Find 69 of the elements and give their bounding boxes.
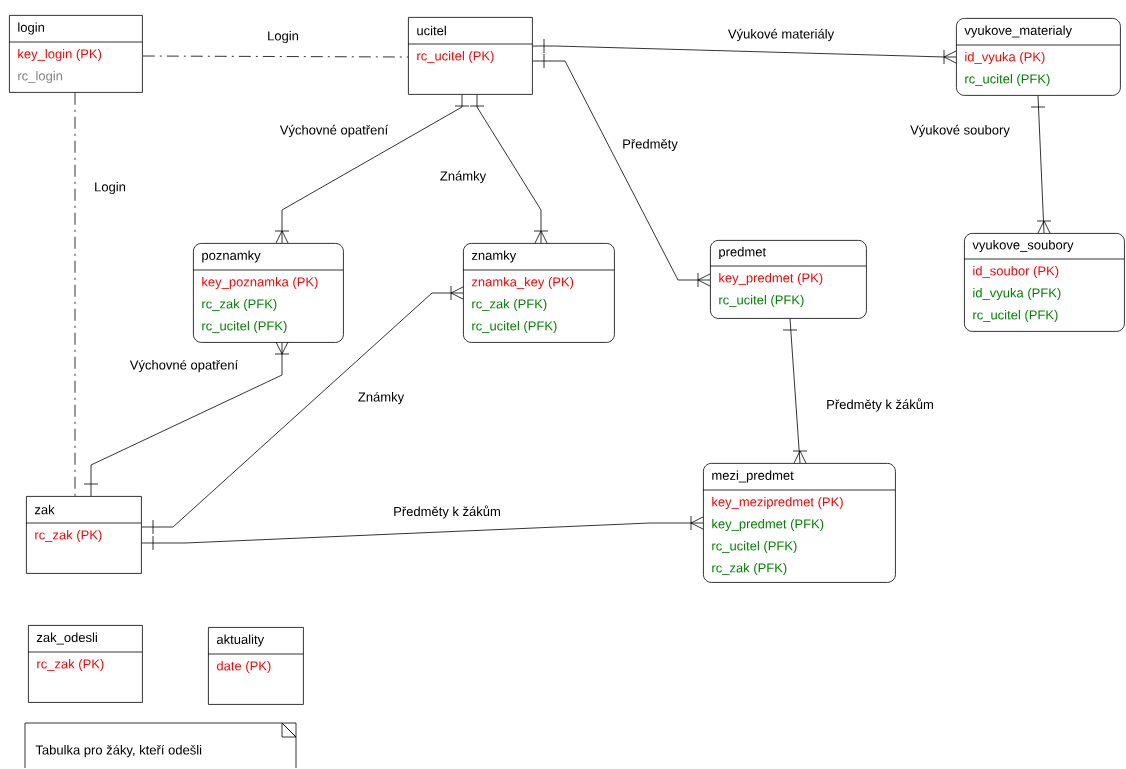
edge-label: Výchovné opatření [129,359,239,373]
relationship-line [469,94,549,244]
edge-label: Předměty k žákům [827,398,933,412]
column-name: rc_ucitel (PFK) [712,540,797,554]
column-name: id_vyuka (PK) [965,51,1045,65]
table-name: znamky [471,250,517,263]
column-name: date (PK) [216,660,271,674]
table-name: zak_odesli [36,632,97,645]
column-name: rc_zak (PFK) [712,562,787,576]
table-name: predmet [719,246,766,260]
table-name: ucitel [417,25,446,36]
entity-table [702,463,896,583]
column-name: rc_ucitel (PK) [417,50,494,64]
column-name: rc_zak (PFK) [472,298,547,312]
relationship-line [83,341,290,497]
table-name: vyukove_materialy [964,25,1073,38]
column-name: id_vyuka (PFK) [973,287,1061,301]
table-name: login [18,22,44,35]
relationship-line [141,285,464,535]
table-name: mezi_predmet [712,470,794,483]
column-name: rc_zak (PK) [35,529,102,543]
entity-table [207,627,304,705]
column-name: key_mezipredmet (PK) [712,496,843,510]
entity-table [8,15,143,93]
relationship-line [274,94,470,244]
edge-label: Předměty k žákům [394,505,500,519]
column-name: key_predmet (PK) [719,272,823,286]
edge-label: Login [95,181,126,195]
edge-label: Známky [358,391,405,405]
column-name: rc_ucitel (PFK) [973,309,1058,323]
relationship-line [141,515,704,551]
column-name: key_poznamka (PK) [202,276,318,290]
column-name: rc_ucitel (PFK) [965,73,1050,87]
column-name: key_login (PK) [18,48,102,62]
column-name: rc_ucitel (PFK) [719,294,804,308]
edge-label: Výukové soubory [910,124,1010,138]
entity-table [955,18,1121,96]
note-box [24,722,297,769]
edge-label: Předměty [623,138,678,152]
edge-label: Výukové materiály [727,28,835,42]
entity-table [407,17,533,95]
table-name: poznamky [202,250,261,263]
table-name: vyukove_soubory [972,239,1074,253]
relationship-line [532,38,957,65]
relationship-line [1030,95,1052,234]
column-name: rc_login [18,70,63,84]
entity-table [963,233,1125,332]
column-name: rc_ucitel (PFK) [472,320,557,334]
entity-table [27,625,143,703]
entity-table [192,243,344,343]
entity-table [462,243,615,343]
column-name: znamka_key (PK) [471,276,574,290]
column-name: key_predmet (PFK) [712,518,824,532]
table-name: aktuality [216,634,265,647]
edge-label: Známky [440,170,487,184]
note-text: Tabulka pro žáky, kteří odešli [35,744,202,758]
entity-table [25,496,142,574]
column-name: rc_zak (PK) [37,658,104,672]
relationship-line [532,53,711,288]
column-name: id_soubor (PK) [973,265,1059,279]
relationship-line [782,318,808,464]
connector-line [74,92,76,497]
column-name: rc_zak (PFK) [202,298,277,312]
edge-label: Login [268,30,299,44]
table-name: zak [34,504,55,515]
entity-table [709,240,867,319]
connector-line [142,55,409,58]
edge-label: Výchovné opatření [279,124,389,138]
column-name: rc_ucitel (PFK) [202,320,287,334]
